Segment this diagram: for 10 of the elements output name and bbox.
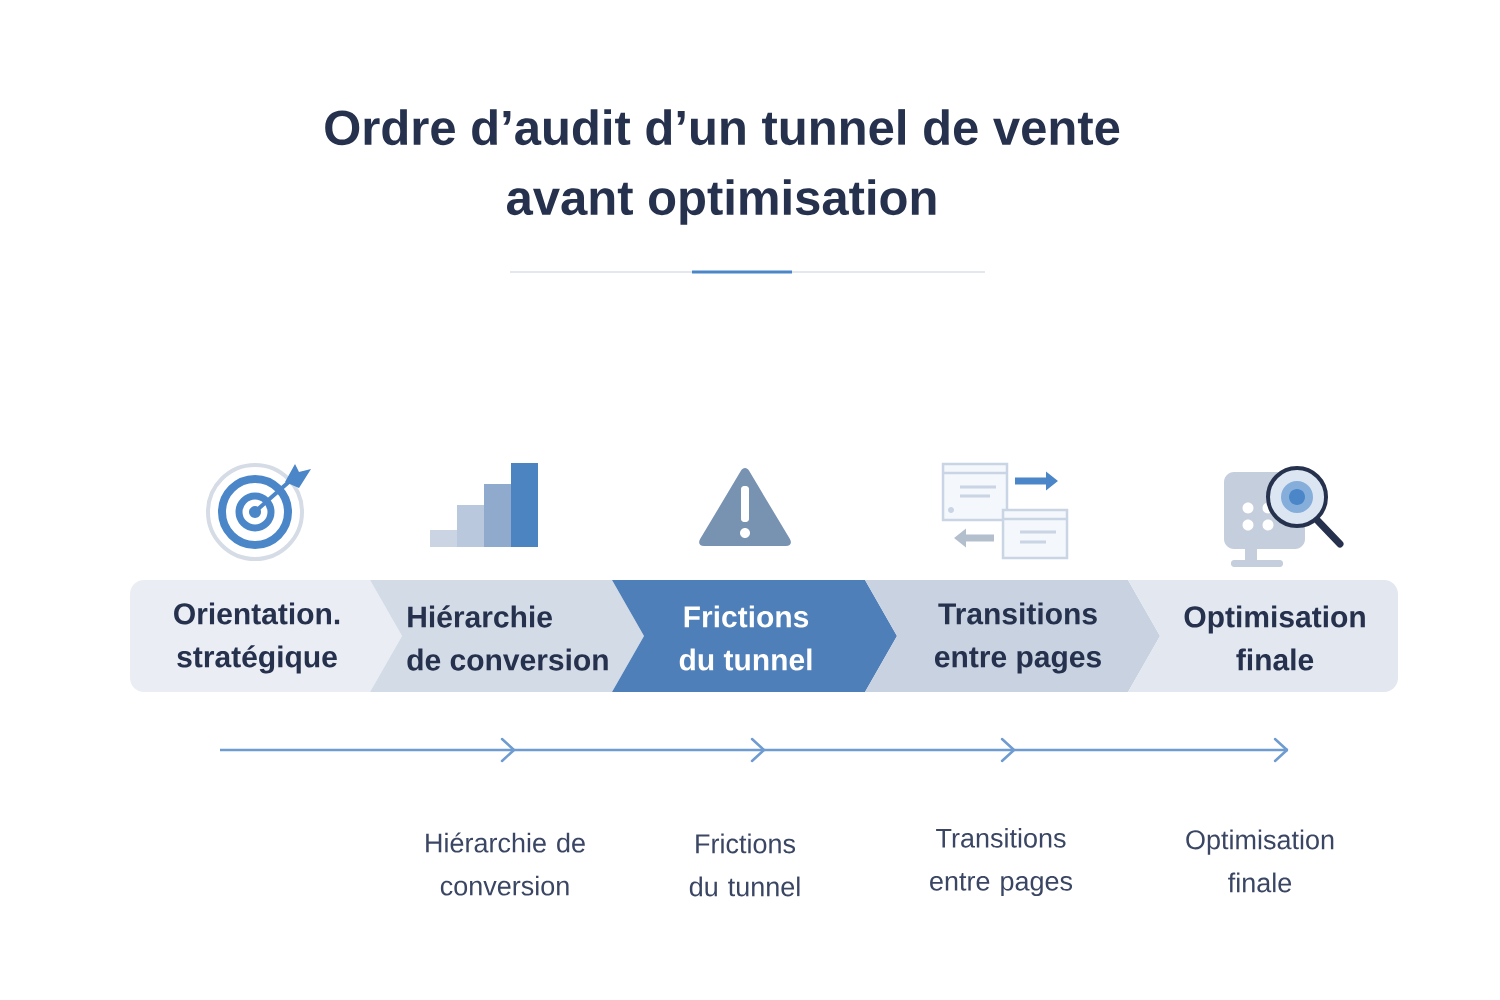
step-label: Frictions du tunnel: [689, 833, 800, 897]
chevron-step: Frictions du tunnel: [612, 580, 897, 692]
step-label: Optimisation finale: [1186, 829, 1334, 893]
chevron-step: Orientation. stratégique: [130, 580, 402, 692]
step-label: Transitions entre pages: [930, 827, 1073, 897]
chevron-step: Transitions entre pages: [865, 580, 1160, 692]
step-label: Hiérarchie de conversion: [426, 832, 585, 896]
title: Ordre d’audit d’un tunnel de vente avant optimisation: [325, 109, 1120, 225]
chevron-step: Optimisation finale: [1128, 580, 1398, 692]
chevron-step: Hiérarchie de conversion: [370, 580, 644, 692]
